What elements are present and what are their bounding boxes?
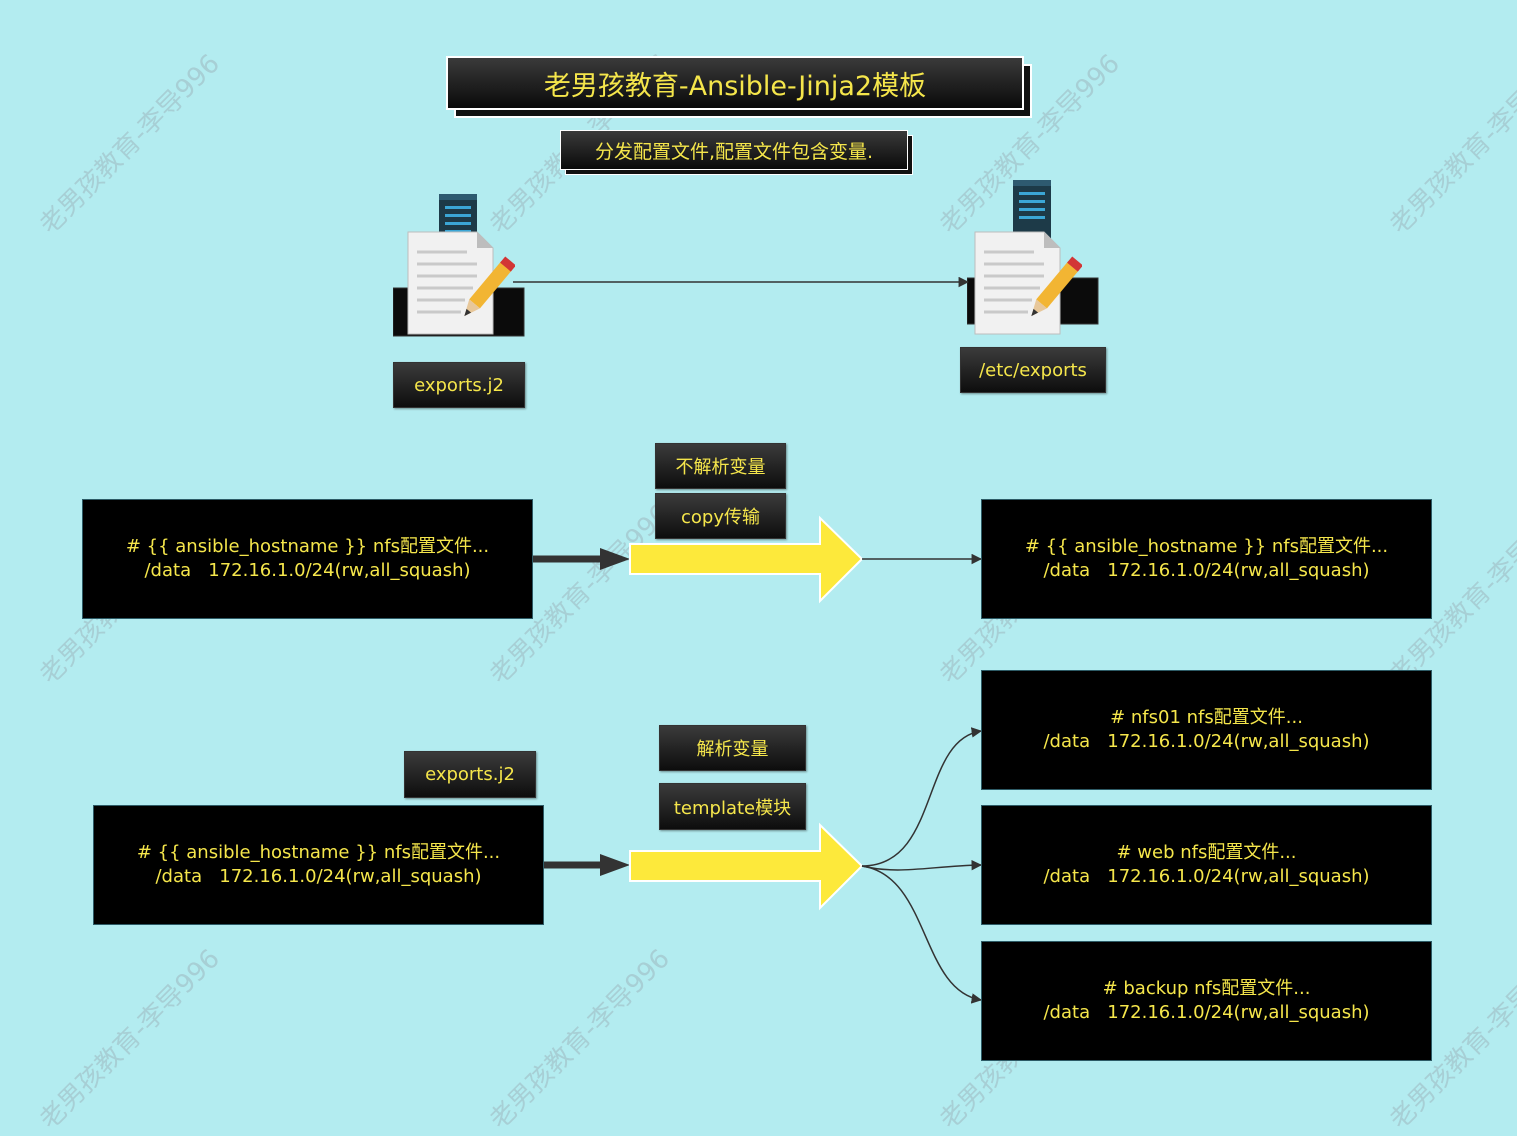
template-source-file-label: exports.j2: [404, 751, 536, 798]
source-document-edit-icon: [405, 228, 516, 338]
code-line: # {{ ansible_hostname }} nfs配置文件...: [1024, 536, 1389, 557]
template-target-block-backup: # backup nfs配置文件... /data 172.16.1.0/24(…: [981, 941, 1432, 1061]
template-source-block: # {{ ansible_hostname }} nfs配置文件... /dat…: [93, 805, 544, 925]
copy-no-parse-tag: 不解析变量: [655, 443, 786, 489]
diagram-canvas: 老男孩教育-李导996 老男孩教育-李导996 老男孩教育-李导996 老男孩教…: [34, 49, 1517, 1136]
copy-big-arrow: [629, 515, 864, 604]
template-parse-tag: 解析变量: [659, 725, 806, 771]
code-line: # {{ ansible_hostname }} nfs配置文件...: [136, 842, 501, 863]
code-line: # nfs01 nfs配置文件...: [1110, 707, 1303, 728]
template-big-arrow: [629, 822, 864, 911]
code-line: # web nfs配置文件...: [1116, 842, 1297, 863]
copy-target-block: # {{ ansible_hostname }} nfs配置文件... /dat…: [981, 499, 1432, 619]
template-branch-backup: [861, 865, 983, 1004]
target-file-label: /etc/exports: [960, 347, 1106, 393]
code-line: /data 172.16.1.0/24(rw,all_squash): [1043, 560, 1370, 581]
title-card: 老男孩教育-Ansible-Jinja2模板: [446, 56, 1032, 118]
template-method-tag: template模块: [659, 783, 806, 830]
page-subtitle: 分发配置文件,配置文件包含变量.: [560, 130, 908, 170]
copy-input-connector-head: [600, 548, 630, 570]
target-document-edit-icon: [972, 228, 1083, 338]
code-line: # {{ ansible_hostname }} nfs配置文件...: [125, 536, 490, 557]
template-target-block-web: # web nfs配置文件... /data 172.16.1.0/24(rw,…: [981, 805, 1432, 925]
connectors: [513, 276, 983, 1004]
source-file-label: exports.j2: [393, 362, 525, 408]
template-input-connector-head: [600, 854, 630, 876]
code-line: /data 172.16.1.0/24(rw,all_squash): [1043, 866, 1370, 887]
code-line: /data 172.16.1.0/24(rw,all_squash): [144, 560, 471, 581]
template-target-block-nfs01: # nfs01 nfs配置文件... /data 172.16.1.0/24(r…: [981, 670, 1432, 790]
code-line: /data 172.16.1.0/24(rw,all_squash): [155, 866, 482, 887]
template-branch-web: [861, 859, 983, 871]
copy-source-block: # {{ ansible_hostname }} nfs配置文件... /dat…: [82, 499, 533, 619]
template-branch-nfs01: [861, 727, 983, 867]
code-line: # backup nfs配置文件...: [1102, 978, 1311, 999]
code-line: /data 172.16.1.0/24(rw,all_squash): [1043, 731, 1370, 752]
subtitle-card: 分发配置文件,配置文件包含变量.: [560, 130, 913, 175]
code-line: /data 172.16.1.0/24(rw,all_squash): [1043, 1002, 1370, 1023]
copy-method-tag: copy传输: [655, 493, 786, 539]
page-title: 老男孩教育-Ansible-Jinja2模板: [446, 56, 1024, 110]
